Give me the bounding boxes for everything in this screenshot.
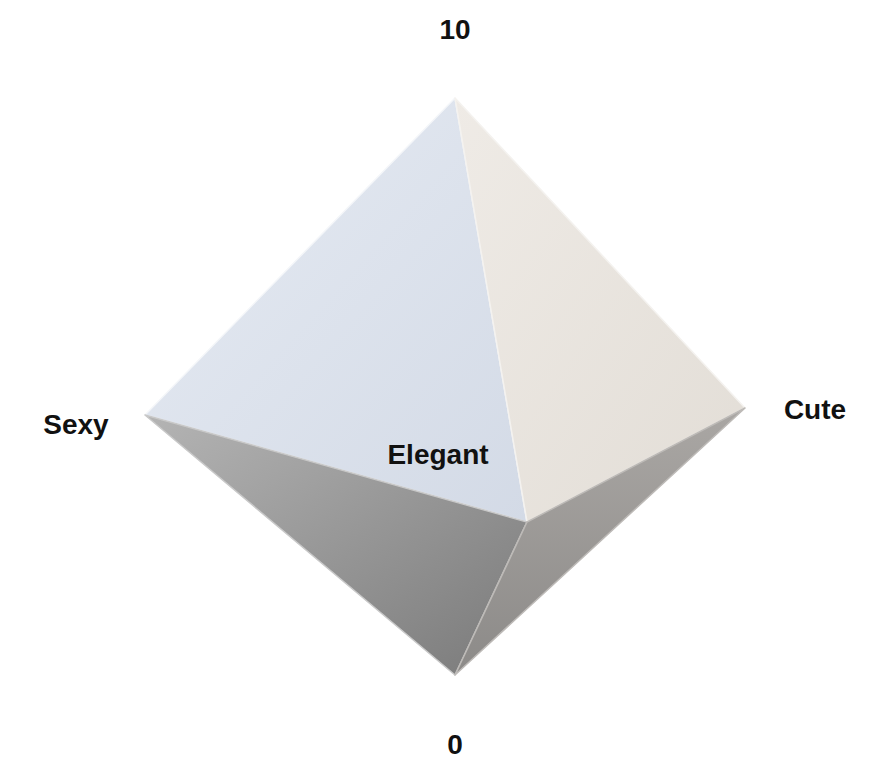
upper-right-face (455, 98, 745, 522)
axis-label: Sexy (43, 409, 108, 441)
axis-min-label: 0 (447, 729, 463, 761)
axis-label: Elegant (387, 439, 488, 471)
lower-left-face (145, 415, 527, 675)
lower-right-face (455, 408, 745, 675)
axis-label: Cute (784, 394, 846, 426)
axis-max-label: 10 (439, 14, 470, 46)
